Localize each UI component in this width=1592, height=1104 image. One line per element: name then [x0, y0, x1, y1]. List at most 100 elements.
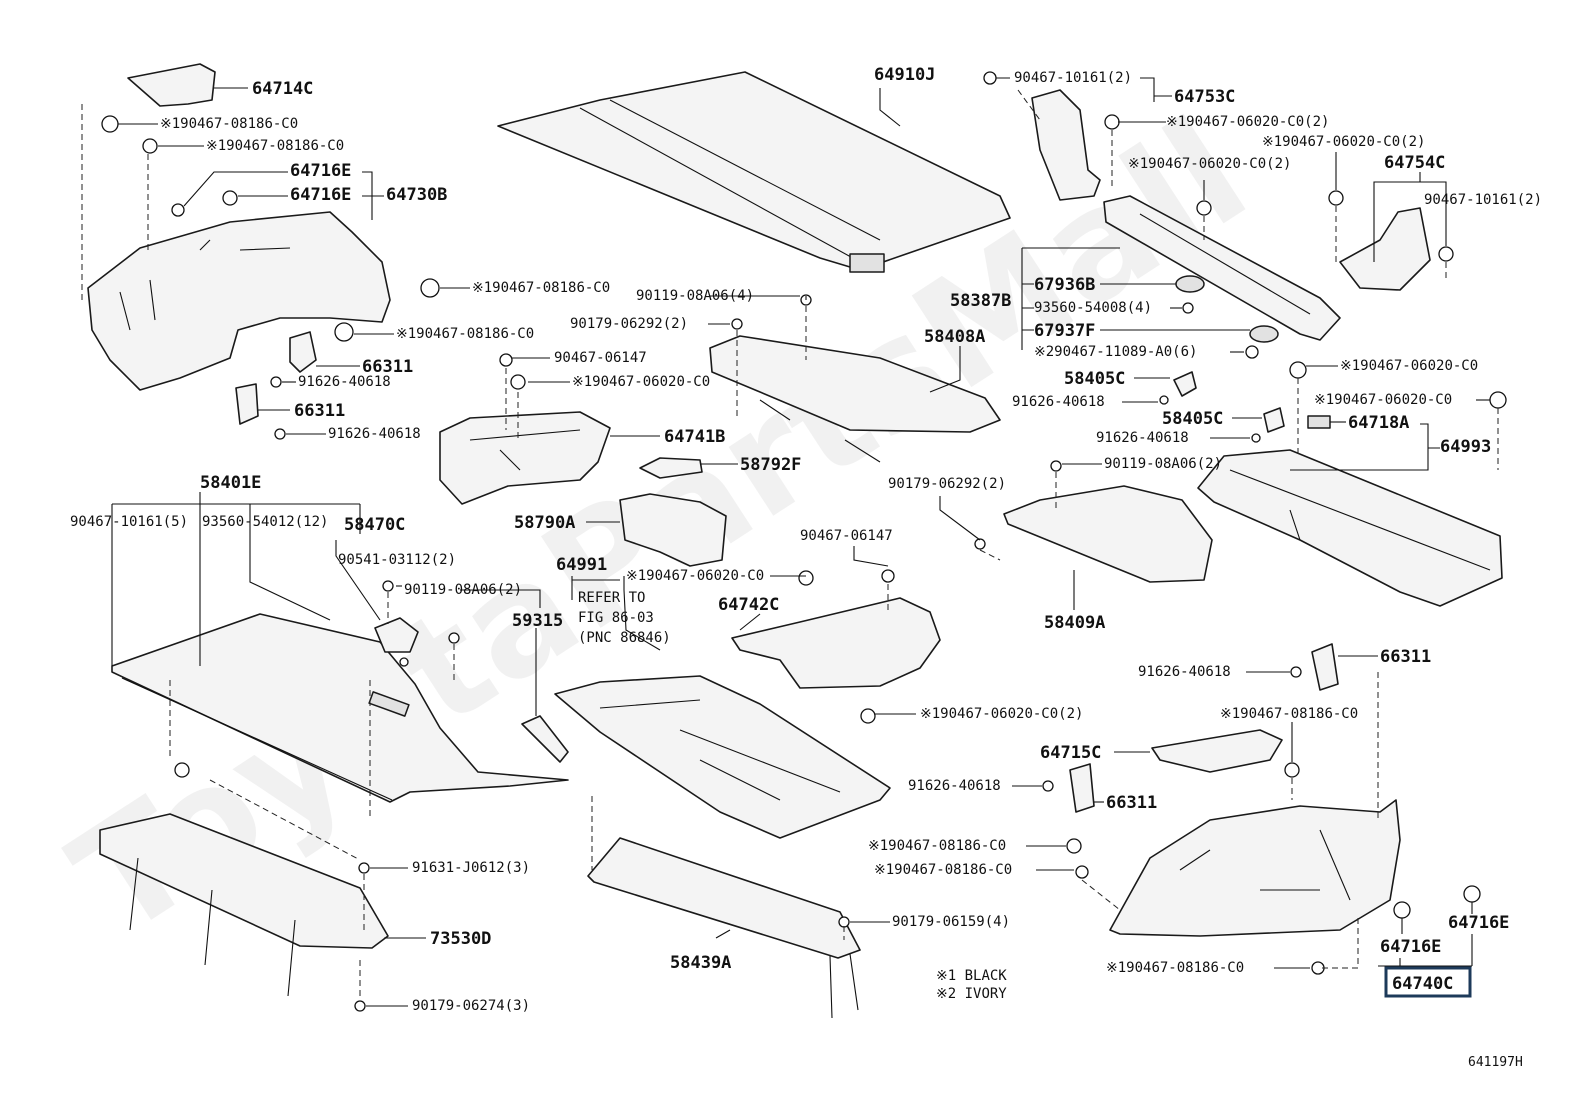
label-58409A[interactable]: 58409A [1044, 613, 1105, 633]
label-91631-J0612[interactable]: 91631-J0612(3) [412, 860, 530, 876]
label-64715C[interactable]: 64715C [1040, 743, 1101, 763]
label-64991[interactable]: 64991 [556, 555, 607, 575]
label-90467-06020-c[interactable]: ※190467-06020-C0(2) [920, 706, 1083, 722]
sill-detail [1139, 213, 1311, 315]
label-64740C[interactable]: 64740C [1392, 974, 1453, 994]
label-90467-06020-b[interactable]: ※190467-06020-C0 [626, 568, 764, 584]
label-73530D[interactable]: 73530D [430, 929, 491, 949]
label-90467-06020-a[interactable]: ※190467-06020-C0 [572, 374, 710, 390]
clip-66311-c-shape [1311, 643, 1339, 691]
label-90467-06147-a[interactable]: 90467-06147 [554, 350, 647, 366]
fastener-icon [222, 190, 238, 206]
figure-id: 641197H [1468, 1055, 1523, 1070]
label-90467-06020-d[interactable]: ※190467-06020-C0(2) [1166, 114, 1329, 130]
fastener-icon [1066, 838, 1082, 854]
label-64716E-d[interactable]: 64716E [1380, 937, 1441, 957]
fastener-icon [270, 376, 282, 388]
label-90179-06159[interactable]: 90179-06159(4) [892, 914, 1010, 930]
label-66311-a[interactable]: 66311 [362, 357, 413, 377]
fastener-icon [881, 569, 895, 583]
label-90467-10161-c[interactable]: 90467-10161(2) [1424, 192, 1542, 208]
label-90467-06020-g[interactable]: ※190467-06020-C0 [1340, 358, 1478, 374]
label-58792F[interactable]: 58792F [740, 455, 801, 475]
label-90467-08186-g[interactable]: ※190467-08186-C0 [874, 862, 1012, 878]
label-90467-08186-h[interactable]: ※190467-08186-C0 [1106, 960, 1244, 976]
label-90467-06020-e[interactable]: ※190467-06020-C0(2) [1262, 134, 1425, 150]
label-58401E[interactable]: 58401E [200, 473, 261, 493]
label-67936B[interactable]: 67936B [1034, 275, 1095, 295]
label-91626-40618-c[interactable]: 91626-40618 [908, 778, 1001, 794]
fastener-icon [1328, 190, 1344, 206]
label-91626-40618-a[interactable]: 91626-40618 [298, 374, 391, 390]
label-93560-54012[interactable]: 93560-54012(12) [202, 514, 328, 530]
label-58408A[interactable]: 58408A [924, 327, 985, 347]
label-64716E-b[interactable]: 64716E [290, 185, 351, 205]
label-66311-c[interactable]: 66311 [1380, 647, 1431, 667]
fastener-icon [1042, 780, 1054, 792]
label-90179-06274[interactable]: 90179-06274(3) [412, 998, 530, 1014]
fastener-icon [171, 203, 185, 217]
tray-64742C-shape [731, 597, 941, 689]
label-64714C[interactable]: 64714C [252, 79, 313, 99]
label-90467-08186-a[interactable]: ※190467-08186-C0 [160, 116, 298, 132]
label-64910J[interactable]: 64910J [874, 65, 935, 85]
label-91626-40618-b[interactable]: 91626-40618 [328, 426, 421, 442]
fastener-icon [1075, 865, 1089, 879]
label-91626-40618-e[interactable]: 91626-40618 [1096, 430, 1189, 446]
label-90467-10161-b[interactable]: 90467-10161(2) [1014, 70, 1132, 86]
label-64718A[interactable]: 64718A [1348, 413, 1409, 433]
label-90119-08A06-a[interactable]: 90119-08A06(4) [636, 288, 754, 304]
label-59315[interactable]: 59315 [512, 611, 563, 631]
label-93560-54008[interactable]: 93560-54008(4) [1034, 300, 1152, 316]
label-90467-06020-h[interactable]: ※190467-06020-C0 [1314, 392, 1452, 408]
label-90467-08186-d[interactable]: ※190467-08186-C0 [396, 326, 534, 342]
label-91626-40618-d[interactable]: 91626-40618 [1012, 394, 1105, 410]
label-90467-08186-c[interactable]: ※190467-08186-C0 [472, 280, 610, 296]
board-58409A-shape [1003, 485, 1213, 583]
right-side-trim-shape [1109, 799, 1401, 937]
label-90467-08186-e[interactable]: ※190467-08186-C0 [1220, 706, 1358, 722]
label-64993[interactable]: 64993 [1440, 437, 1491, 457]
trim-64754C-shape [1339, 207, 1431, 291]
fastener-icon [499, 353, 513, 367]
label-90467-08186-b[interactable]: ※190467-08186-C0 [206, 138, 344, 154]
label-64741B[interactable]: 64741B [664, 427, 725, 447]
label-67937F[interactable]: 67937F [1034, 321, 1095, 341]
fastener-icon [1284, 762, 1300, 778]
label-90467-06147-b[interactable]: 90467-06147 [800, 528, 893, 544]
label-58387B[interactable]: 58387B [950, 291, 1011, 311]
label-90467-11089[interactable]: ※290467-11089-A0(6) [1034, 344, 1197, 360]
label-58405C-b[interactable]: 58405C [1162, 409, 1223, 429]
label-90179-06292-b[interactable]: 90179-06292(2) [888, 476, 1006, 492]
label-58405C-a[interactable]: 58405C [1064, 369, 1125, 389]
label-91626-40618-f[interactable]: 91626-40618 [1138, 664, 1231, 680]
label-90179-06292-a[interactable]: 90179-06292(2) [570, 316, 688, 332]
left-side-trim-detail [119, 239, 291, 331]
label-58439A[interactable]: 58439A [670, 953, 731, 973]
tonneau-end-cap-shape [849, 253, 885, 273]
label-90467-10161-a[interactable]: 90467-10161(5) [70, 514, 188, 530]
frame-73530D-shape [99, 813, 389, 949]
label-64716E-c[interactable]: 64716E [1448, 913, 1509, 933]
clip-66311-a-shape [289, 331, 317, 373]
label-64730B[interactable]: 64730B [386, 185, 447, 205]
refer-line-1: REFER TO [578, 590, 645, 606]
label-90119-08A06-b[interactable]: 90119-08A06(2) [404, 582, 522, 598]
label-90467-08186-f[interactable]: ※190467-08186-C0 [868, 838, 1006, 854]
fastener-icon [1393, 901, 1411, 919]
label-66311-d[interactable]: 66311 [1106, 793, 1157, 813]
label-64742C[interactable]: 64742C [718, 595, 779, 615]
label-64754C[interactable]: 64754C [1384, 153, 1445, 173]
label-66311-b[interactable]: 66311 [294, 401, 345, 421]
fastener-icon [798, 570, 814, 586]
board-58408A-shape [709, 335, 1001, 433]
label-64753C[interactable]: 64753C [1174, 87, 1235, 107]
label-58790A[interactable]: 58790A [514, 513, 575, 533]
label-90541-03112[interactable]: 90541-03112(2) [338, 552, 456, 568]
label-90119-08A06-c[interactable]: 90119-08A06(2) [1104, 456, 1222, 472]
fastener-icon [974, 538, 986, 550]
label-90467-06020-f[interactable]: ※190467-06020-C0(2) [1128, 156, 1291, 172]
label-58470C[interactable]: 58470C [344, 515, 405, 535]
label-64716E-a[interactable]: 64716E [290, 161, 351, 181]
fastener-icon [274, 428, 286, 440]
